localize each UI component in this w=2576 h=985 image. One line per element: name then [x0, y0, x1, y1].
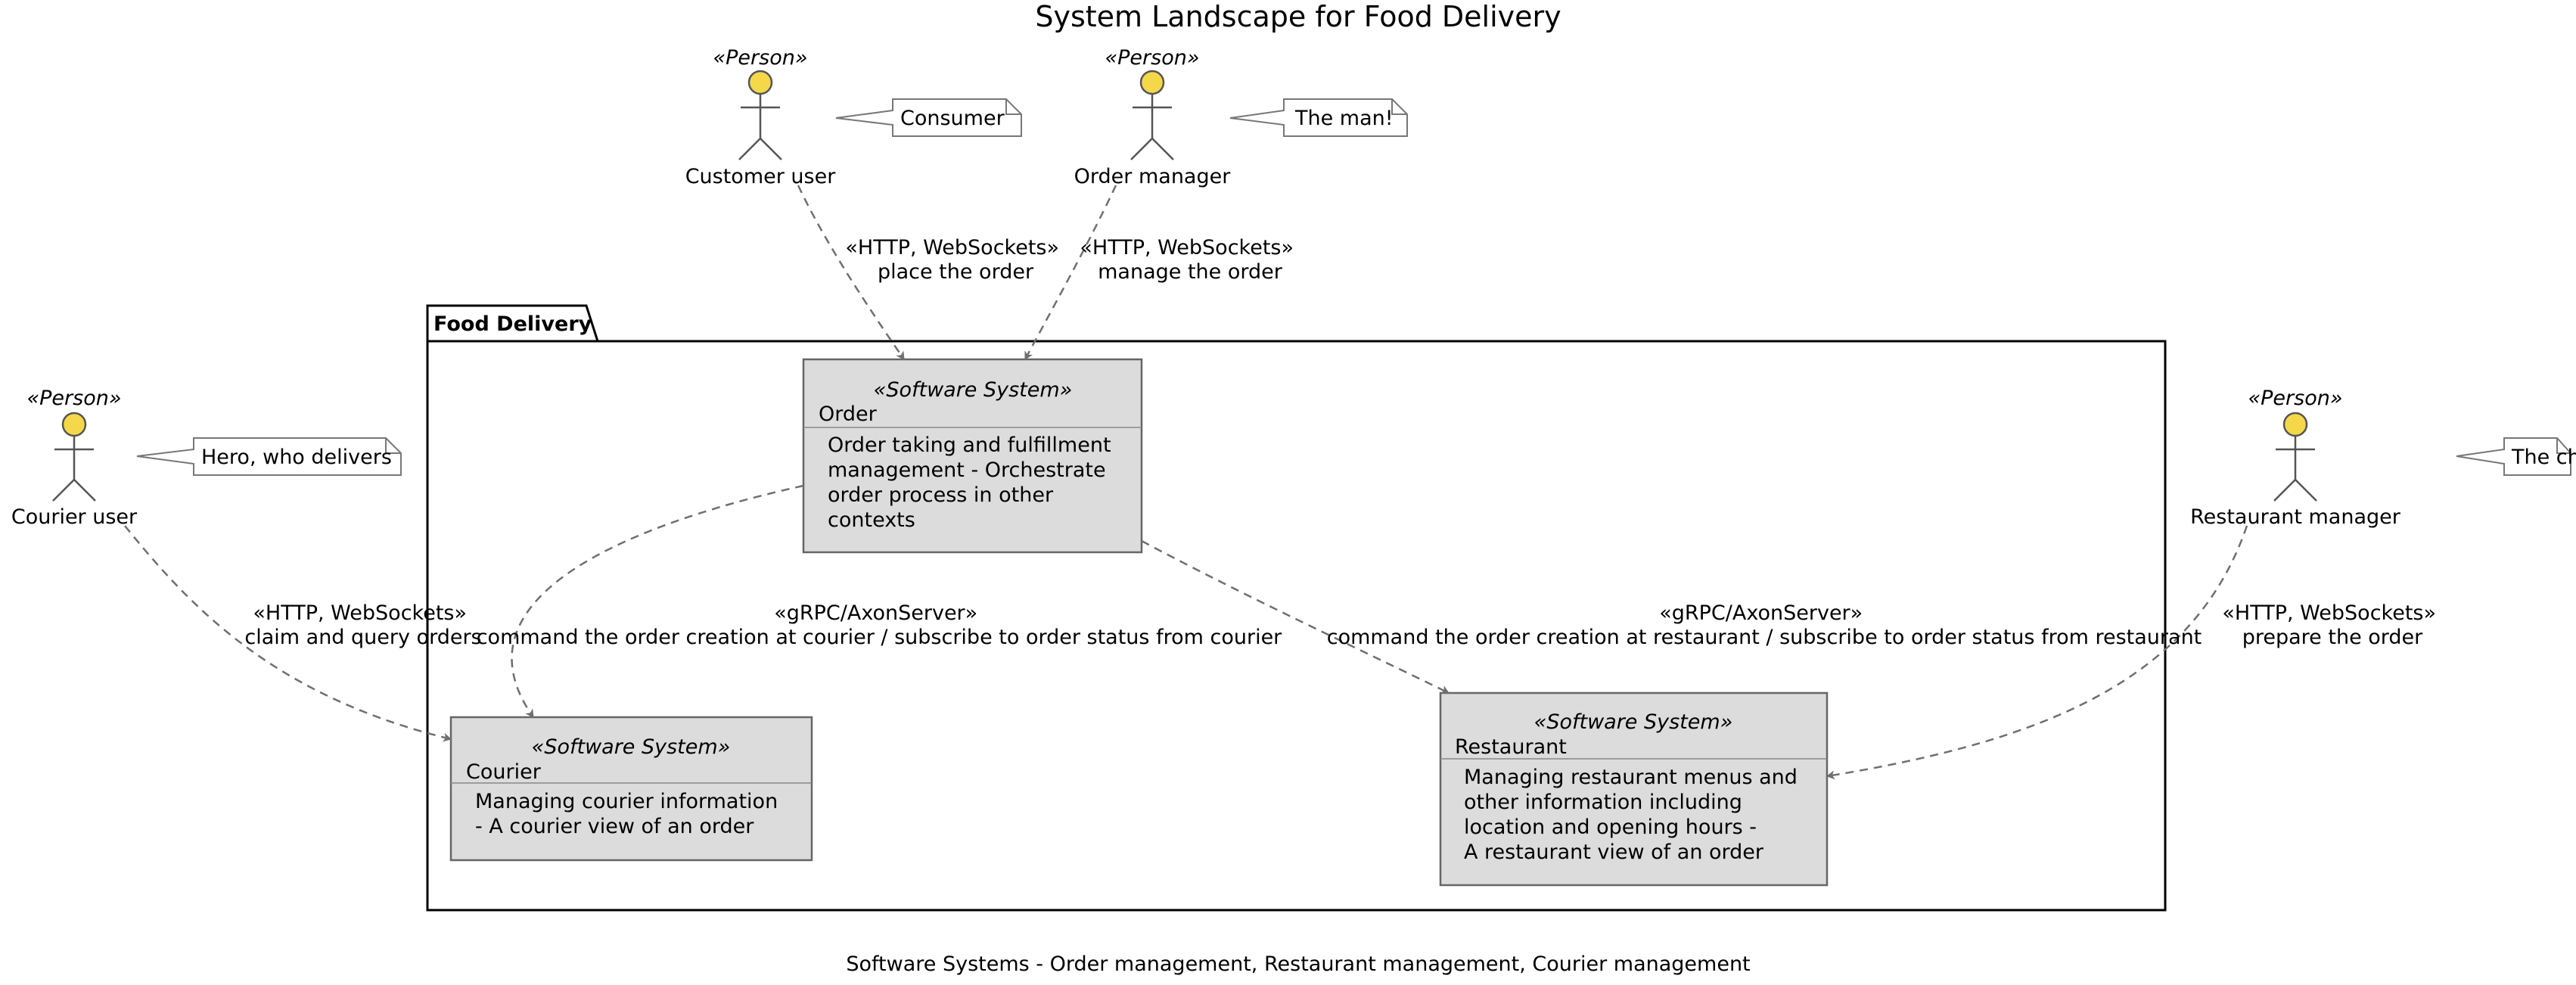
- note-text: Consumer: [900, 107, 1005, 130]
- person-name: Order manager: [1074, 165, 1232, 188]
- system-restaurant[interactable]: «Software System» Restaurant Managing re…: [1439, 691, 1829, 887]
- arrow-manager-to-order: [1024, 185, 1117, 360]
- person-icon: [1130, 70, 1174, 160]
- system-description: Order taking and fulfillment management …: [828, 433, 1117, 532]
- person-order-manager[interactable]: «Person» Order manager: [1074, 46, 1232, 188]
- note-hero: Hero, who delivers: [136, 437, 402, 476]
- system-order[interactable]: «Software System» Order Order taking and…: [802, 358, 1143, 554]
- system-name: Courier: [466, 760, 542, 784]
- note-text: The man!: [1294, 107, 1394, 130]
- package-food-delivery: Food Delivery: [426, 304, 2167, 912]
- system-stereotype: «Software System»: [1534, 710, 1733, 734]
- package-label: Food Delivery: [433, 312, 592, 336]
- relation-label-manage-order: «HTTP, WebSockets» manage the order: [1080, 236, 1300, 284]
- relation-label-order-courier: «gRPC/AxonServer» command the order crea…: [477, 601, 1282, 649]
- person-name: Restaurant manager: [2190, 505, 2401, 529]
- relation-label-order-restaurant: «gRPC/AxonServer» command the order crea…: [1327, 601, 2202, 649]
- relation-label-place-order: «HTTP, WebSockets» place the order: [845, 236, 1065, 284]
- note-the-chef: The chef: [2456, 437, 2576, 476]
- system-name: Restaurant: [1455, 735, 1567, 759]
- system-stereotype: «Software System»: [874, 378, 1073, 402]
- diagram-footer: Software Systems - Order management, Res…: [846, 952, 1750, 976]
- person-courier-user[interactable]: «Person» Courier user: [11, 387, 138, 529]
- arrow-order-to-courier: [511, 484, 804, 718]
- relation-label-claim-orders: «HTTP, WebSockets» claim and query order…: [244, 601, 481, 649]
- person-stereotype: «Person»: [713, 46, 807, 70]
- arrow-courier-user-to-courier: [124, 525, 452, 742]
- note-text: The chef: [2511, 446, 2576, 469]
- system-name: Order: [819, 402, 878, 426]
- person-stereotype: «Person»: [1105, 46, 1199, 70]
- system-description: Managing restaurant menus and other info…: [1464, 766, 1804, 864]
- arrow-restaurant-manager-to-restaurant: [1826, 525, 2248, 780]
- relation-label-prepare-order: «HTTP, WebSockets» prepare the order: [2222, 601, 2442, 649]
- diagram-title: System Landscape for Food Delivery: [1035, 0, 1561, 33]
- system-description: Managing courier information - A courier…: [475, 790, 785, 838]
- person-icon: [738, 70, 782, 160]
- arrow-customer-to-order: [797, 185, 906, 360]
- person-stereotype: «Person»: [2248, 387, 2342, 410]
- note-the-man: The man!: [1229, 98, 1408, 137]
- person-restaurant-manager[interactable]: «Person» Restaurant manager: [2190, 387, 2401, 529]
- note-text: Hero, who delivers: [201, 446, 392, 469]
- system-stereotype: «Software System»: [532, 735, 731, 759]
- person-icon: [2273, 412, 2317, 502]
- arrow-order-to-restaurant: [1141, 539, 1450, 694]
- person-customer-user[interactable]: «Person» Customer user: [685, 46, 837, 188]
- note-consumer: Consumer: [835, 98, 1022, 137]
- person-name: Customer user: [685, 165, 837, 188]
- person-stereotype: «Person»: [26, 387, 121, 410]
- person-name: Courier user: [11, 505, 138, 529]
- person-icon: [52, 412, 96, 502]
- system-courier[interactable]: «Software System» Courier Managing couri…: [449, 716, 813, 862]
- relation-arrows: [124, 185, 2248, 780]
